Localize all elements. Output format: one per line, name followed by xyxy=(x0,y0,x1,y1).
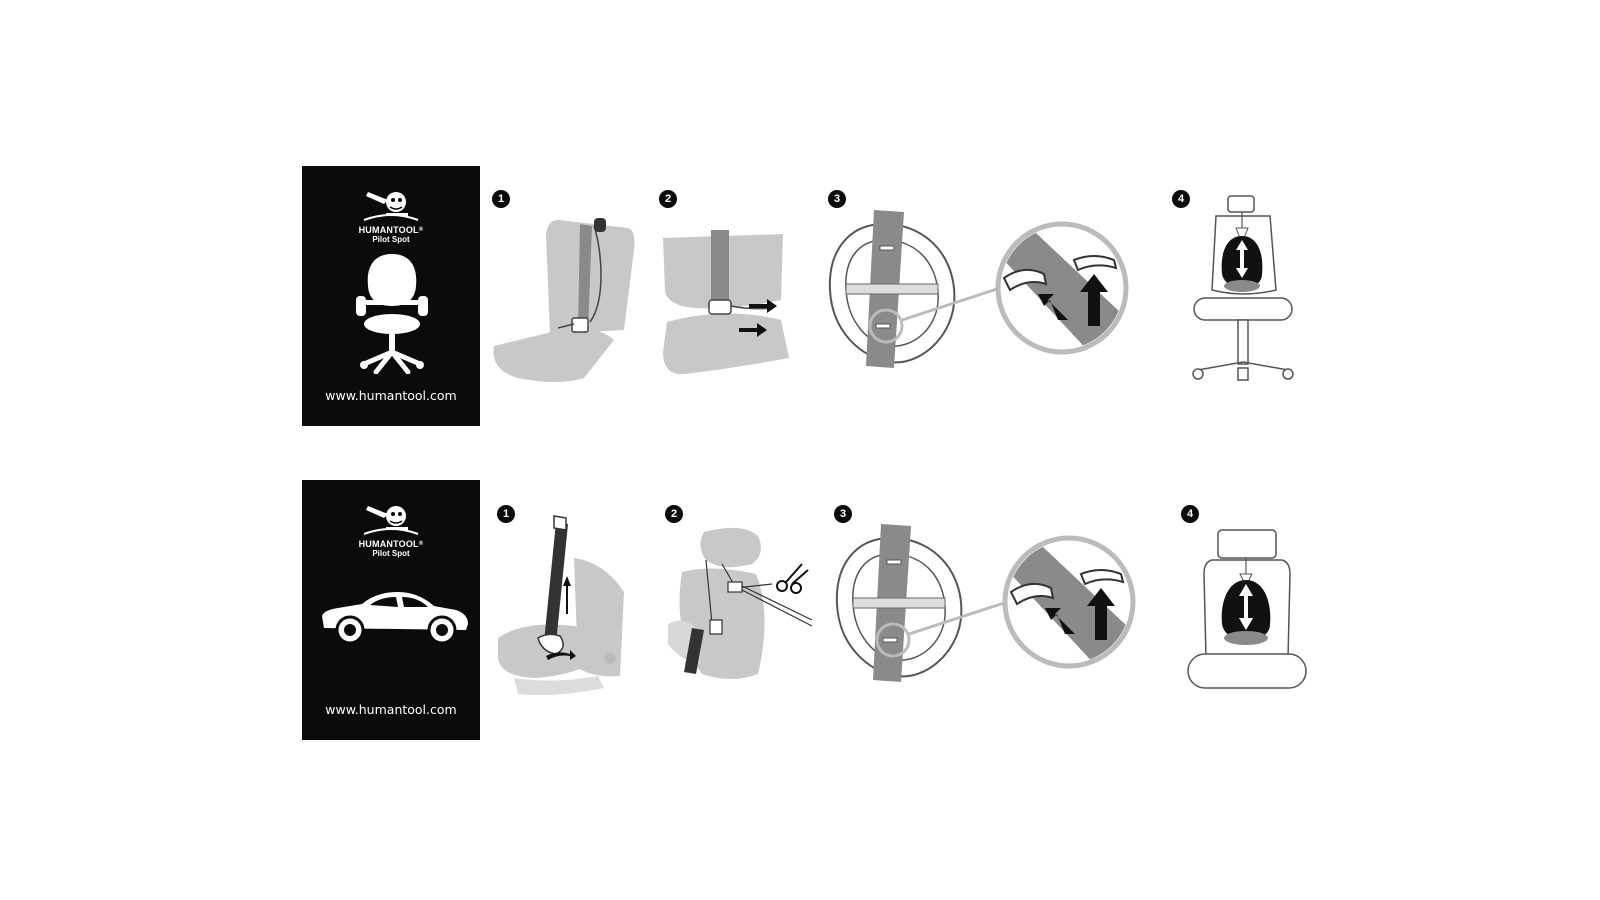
car-seat-cushion-position-icon xyxy=(1187,529,1307,689)
brand-url: www.humantool.com xyxy=(325,702,457,717)
car-seat-instructions-row: HUMANTOOL® Pilot Spot www.humantool.com … xyxy=(0,480,1600,740)
brand-name: HUMANTOOL® xyxy=(358,539,424,549)
brand-card-office: HUMANTOOL® Pilot Spot www.humantool.com xyxy=(302,166,480,426)
belt-over-seatback-icon xyxy=(493,218,635,382)
office-chair-instructions-row: HUMANTOOL® Pilot Spot www.humantool.com … xyxy=(0,166,1600,426)
strap-slot-detail-icon xyxy=(835,524,1136,682)
step-number-badge: 1 xyxy=(492,190,510,208)
headrest-strap-cut-icon xyxy=(668,527,813,679)
step-number-badge: 2 xyxy=(665,505,683,523)
office-chair-cushion-position-icon xyxy=(1192,195,1294,381)
brand-card-car: HUMANTOOL® Pilot Spot www.humantool.com xyxy=(302,480,480,740)
humantool-logo-icon xyxy=(363,192,419,221)
belt-buckle-tighten-icon xyxy=(663,230,789,375)
humantool-logo-icon xyxy=(363,506,419,535)
step-number-badge: 3 xyxy=(834,505,852,523)
belt-through-car-seat-icon xyxy=(498,515,624,696)
strap-slot-detail-icon xyxy=(828,210,1129,368)
brand-product: Pilot Spot xyxy=(372,235,410,244)
step-number-badge: 1 xyxy=(497,505,515,523)
brand-name: HUMANTOOL® xyxy=(358,225,424,235)
step-number-badge: 2 xyxy=(659,190,677,208)
step-number-badge: 4 xyxy=(1172,190,1190,208)
brand-url: www.humantool.com xyxy=(325,388,457,403)
step-number-badge: 4 xyxy=(1181,505,1199,523)
car-icon xyxy=(322,592,468,644)
step-number-badge: 3 xyxy=(828,190,846,208)
office-chair-icon xyxy=(356,254,428,374)
brand-product: Pilot Spot xyxy=(372,549,410,558)
